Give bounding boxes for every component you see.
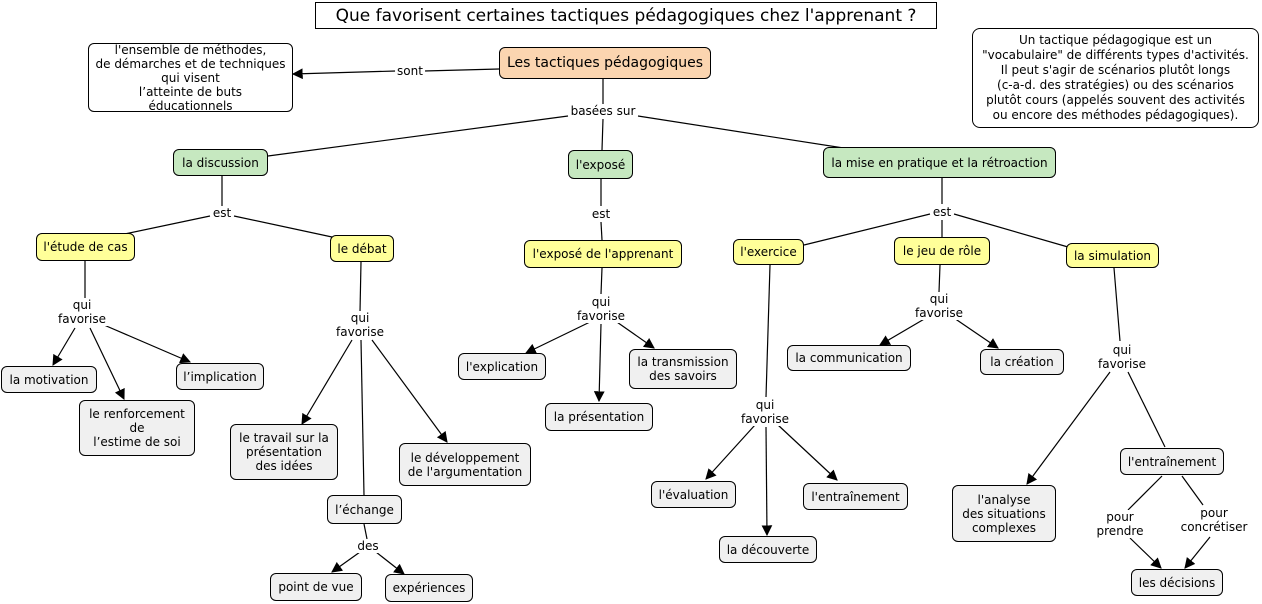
link-label-qui-favorise-simulation: qui favorise	[1096, 343, 1148, 371]
node-jeu-de-role: le jeu de rôle	[894, 237, 990, 265]
node-mise-en-pratique: la mise en pratique et la rétroaction	[823, 147, 1056, 178]
node-travail-presentation: le travail sur la présentation des idées	[230, 424, 338, 480]
node-decisions: les décisions	[1131, 569, 1223, 596]
node-renforcement: le renforcement de l’estime de soi	[79, 400, 195, 456]
node-expose: l'exposé	[568, 150, 633, 179]
definition-note: Un tactique pédagogique est un "vocabula…	[972, 28, 1259, 128]
node-entrainement-exercice: l'entraînement	[803, 483, 908, 510]
node-analyse-situations: l'analyse des situations complexes	[952, 485, 1056, 542]
node-entrainement-simulation: l'entraînement	[1120, 448, 1224, 475]
node-tactiques-pedagogiques: Les tactiques pédagogiques	[499, 47, 711, 79]
node-communication: la communication	[787, 345, 911, 371]
node-debat: le débat	[330, 235, 394, 262]
link-label-est-discussion: est	[210, 206, 234, 220]
node-point-de-vue: point de vue	[270, 573, 362, 601]
node-evaluation: l'évaluation	[651, 481, 736, 508]
node-creation: la création	[980, 349, 1064, 375]
node-simulation: la simulation	[1066, 243, 1159, 268]
node-discussion: la discussion	[173, 149, 268, 176]
node-definition: l'ensemble de méthodes, de démarches et …	[88, 43, 293, 113]
node-experiences: expériences	[385, 574, 473, 602]
node-developpement: le développement de l'argumentation	[399, 443, 531, 486]
node-transmission: la transmission des savoirs	[629, 349, 737, 389]
node-expose-apprenant: l'exposé de l'apprenant	[524, 240, 682, 268]
link-label-des: des	[355, 539, 381, 553]
link-label-pour-prendre: pour prendre	[1094, 510, 1146, 538]
node-echange: l’échange	[327, 495, 402, 524]
node-presentation: la présentation	[545, 403, 653, 431]
node-motivation: la motivation	[1, 366, 97, 393]
link-label-qui-favorise-jeu: qui favorise	[913, 292, 965, 320]
link-label-qui-favorise-debat: qui favorise	[334, 311, 386, 339]
page-title: Que favorisent certaines tactiques pédag…	[315, 2, 937, 29]
link-label-est-mise: est	[930, 205, 954, 219]
node-exercice: l'exercice	[733, 239, 804, 265]
link-label-est-expose: est	[589, 207, 613, 221]
link-label-basees-sur: basées sur	[568, 104, 638, 118]
node-etude-de-cas: l'étude de cas	[36, 233, 135, 261]
node-implication: l’implication	[176, 363, 264, 390]
link-label-qui-favorise-expose: qui favorise	[575, 295, 627, 323]
link-label-qui-favorise-etude: qui favorise	[56, 298, 108, 326]
link-label-sont: sont	[395, 64, 425, 78]
node-decouverte: la découverte	[719, 536, 817, 563]
link-label-qui-favorise-exercice: qui favorise	[739, 398, 791, 426]
link-label-pour-concretiser: pour concrétiser	[1178, 506, 1250, 534]
node-explication: l'explication	[458, 353, 546, 380]
